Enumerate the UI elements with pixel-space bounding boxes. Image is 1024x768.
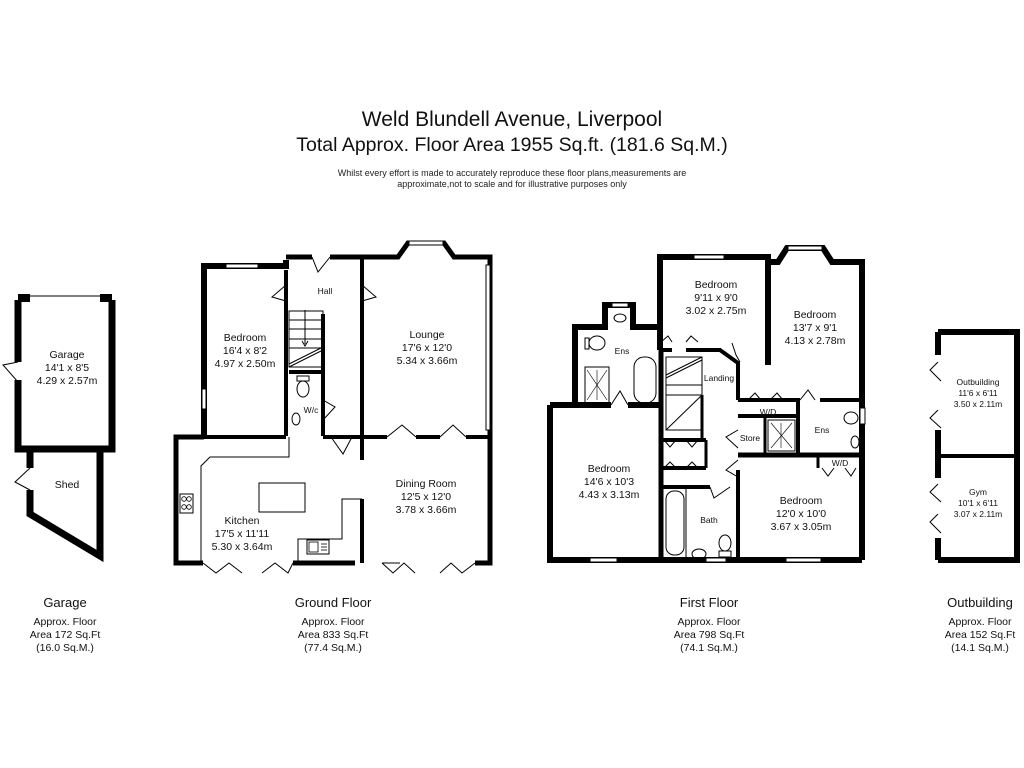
first-floor-plan bbox=[547, 245, 866, 563]
room-label-outbuilding: Outbuilding 11'6 x 6'11 3.50 x 2.11m bbox=[953, 377, 1003, 409]
room-label-bedroom-ground: Bedroom 16'4 x 8'2 4.97 x 2.50m bbox=[214, 332, 276, 370]
caption-ground-floor: Ground Floor Approx. Floor Area 833 Sq.F… bbox=[294, 595, 372, 654]
caption-outbuilding: Outbuilding Approx. Floor Area 152 Sq.Ft… bbox=[944, 595, 1016, 654]
room-label-wc: W/c bbox=[303, 405, 319, 415]
outbuilding-plan bbox=[929, 329, 1020, 563]
room-label-wd-1: W/D bbox=[759, 407, 777, 417]
room-label-bedroom-first-3: Bedroom 14'6 x 10'3 4.43 x 3.13m bbox=[578, 463, 640, 501]
caption-first-floor: First Floor Approx. Floor Area 798 Sq.Ft… bbox=[673, 595, 745, 654]
room-label-ensuite-1: Ens bbox=[614, 346, 630, 356]
room-label-bedroom-first-4: Bedroom 12'0 x 10'0 3.67 x 3.05m bbox=[770, 495, 832, 533]
property-title: Weld Blundell Avenue, Liverpool bbox=[361, 108, 663, 131]
room-label-bedroom-first-2: Bedroom 13'7 x 9'1 4.13 x 2.78m bbox=[784, 309, 846, 347]
room-label-dining-room: Dining Room 12'5 x 12'0 3.78 x 3.66m bbox=[395, 478, 457, 516]
room-label-shed: Shed bbox=[54, 479, 80, 491]
room-label-garage: Garage 14'1 x 8'5 4.29 x 2.57m bbox=[36, 349, 98, 387]
room-label-ensuite-2: Ens bbox=[814, 425, 830, 435]
disclaimer-line-2: approximate,not to scale and for illustr… bbox=[397, 179, 627, 189]
room-label-gym: Gym 10'1 x 6'11 3.07 x 2.11m bbox=[953, 487, 1003, 519]
disclaimer-line-1: Whilst every effort is made to accuratel… bbox=[337, 168, 687, 178]
room-label-wd-2: W/D bbox=[831, 458, 849, 468]
ground-floor-plan bbox=[173, 240, 493, 574]
room-label-lounge: Lounge 17'6 x 12'0 5.34 x 3.66m bbox=[396, 329, 458, 367]
room-label-bath: Bath bbox=[700, 515, 718, 525]
room-label-kitchen: Kitchen 17'5 x 11'11 5.30 x 3.64m bbox=[211, 515, 273, 553]
caption-garage: Garage Approx. Floor Area 172 Sq.Ft (16.… bbox=[29, 595, 101, 654]
room-label-bedroom-first-1: Bedroom 9'11 x 9'0 3.02 x 2.75m bbox=[685, 279, 747, 317]
room-label-hall: Hall bbox=[317, 286, 333, 296]
room-label-store: Store bbox=[739, 433, 761, 443]
room-label-landing: Landing bbox=[703, 373, 735, 383]
total-floor-area: Total Approx. Floor Area 1955 Sq.ft. (18… bbox=[296, 134, 728, 156]
garage-plan bbox=[2, 294, 116, 563]
